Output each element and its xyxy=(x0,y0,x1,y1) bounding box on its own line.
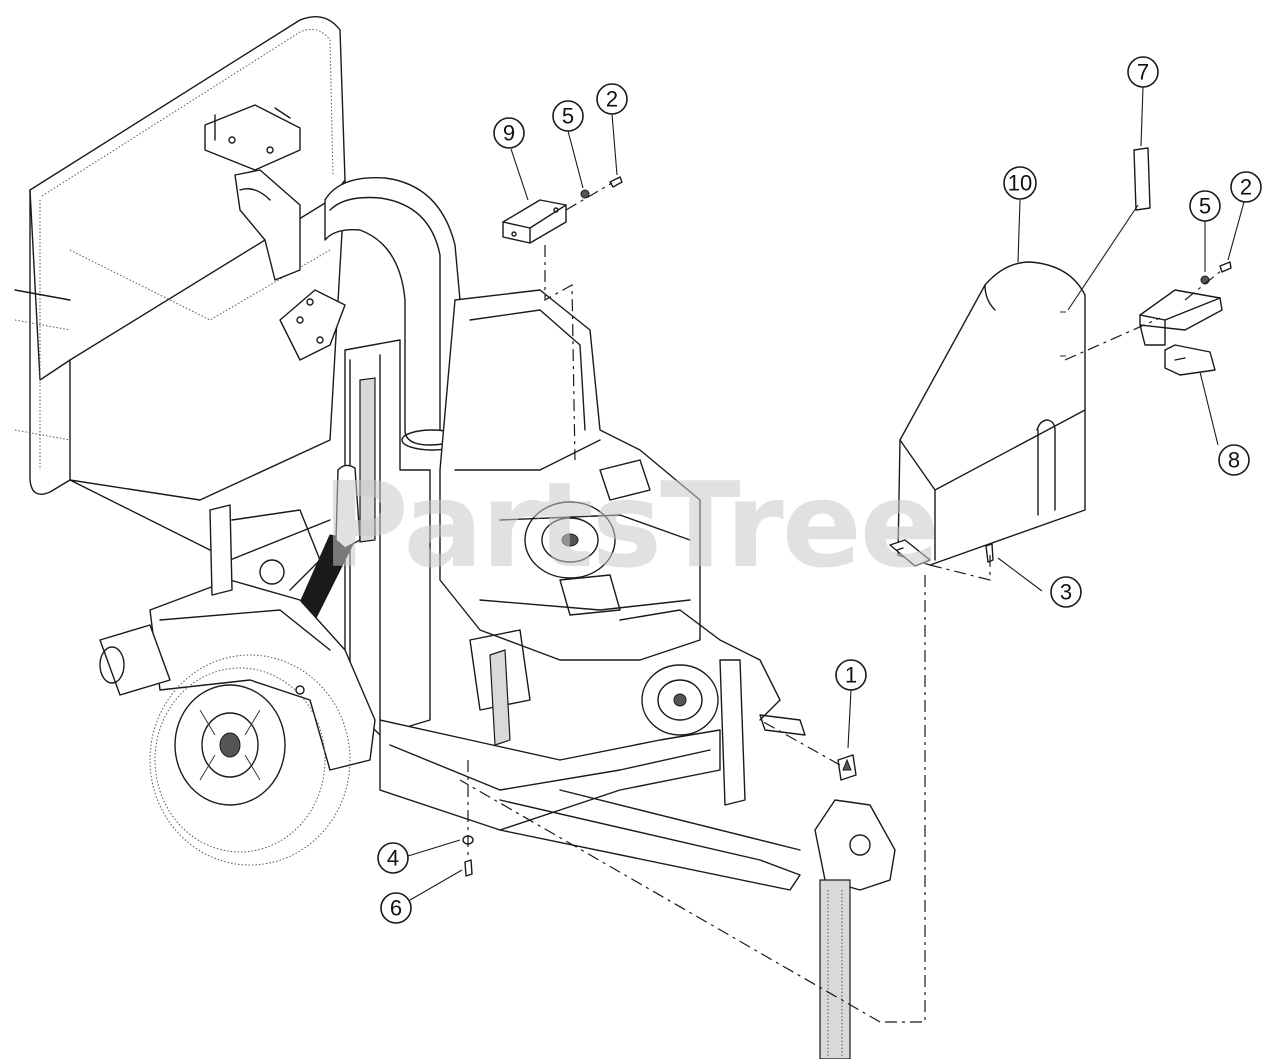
callout-5-top[interactable]: 5 xyxy=(552,100,584,132)
leader-4 xyxy=(407,839,461,857)
callout-3[interactable]: 3 xyxy=(1050,576,1082,608)
part-7-decal xyxy=(1133,147,1151,211)
callout-2-right[interactable]: 2 xyxy=(1230,171,1262,203)
callout-7[interactable]: 7 xyxy=(1127,56,1159,88)
leader-8 xyxy=(1199,371,1219,446)
assembly-line-part-3 xyxy=(929,555,991,581)
callout-4[interactable]: 4 xyxy=(377,842,409,874)
assembly-line-part-1 xyxy=(759,719,841,766)
callout-label: 4 xyxy=(387,846,399,871)
assembly-line-part-8 xyxy=(1064,317,1161,361)
callout-label: 3 xyxy=(1060,580,1072,605)
leader-3 xyxy=(997,557,1043,592)
leader-9 xyxy=(510,148,529,201)
part-6-bolt xyxy=(464,859,473,877)
callout-8[interactable]: 8 xyxy=(1218,444,1250,476)
callout-label: 1 xyxy=(845,663,857,688)
assembly-line-part-7 xyxy=(1067,204,1139,311)
callout-label: 2 xyxy=(606,87,618,112)
callout-5-right[interactable]: 5 xyxy=(1189,190,1221,222)
callout-10[interactable]: 10 xyxy=(1003,166,1037,200)
leader-10 xyxy=(1017,199,1021,263)
chipper-machine-illustration xyxy=(14,16,896,1059)
assembly-line-guard-bottom xyxy=(880,575,926,1023)
callout-label: 8 xyxy=(1228,448,1240,473)
part-5-washer-right xyxy=(1200,275,1210,285)
leader-5a xyxy=(567,130,584,189)
callout-label: 6 xyxy=(390,896,402,921)
part-9-bracket xyxy=(502,199,567,244)
part-2-screw-top xyxy=(609,176,623,188)
assembly-line-part-9 xyxy=(544,245,576,461)
callout-label: 5 xyxy=(562,104,574,129)
part-2-screw-right xyxy=(1219,261,1232,273)
part-8-bracket xyxy=(1139,289,1223,376)
callout-label: 5 xyxy=(1199,194,1211,219)
leader-6 xyxy=(409,869,463,901)
callout-label: 7 xyxy=(1137,60,1149,85)
leader-7 xyxy=(1140,86,1144,147)
callout-label: 9 xyxy=(503,121,515,146)
callout-1[interactable]: 1 xyxy=(835,659,867,691)
leader-2b xyxy=(1227,201,1245,261)
assembly-line-frame xyxy=(459,779,881,1023)
callout-2-top[interactable]: 2 xyxy=(596,83,628,115)
part-10-belt-guard xyxy=(889,261,1086,567)
leader-1 xyxy=(847,689,852,749)
part-5-washer-top xyxy=(580,189,590,199)
part-1-decal xyxy=(837,754,857,781)
callout-9[interactable]: 9 xyxy=(493,117,525,149)
leader-2a xyxy=(611,113,618,176)
callout-label: 2 xyxy=(1240,175,1252,200)
callout-6[interactable]: 6 xyxy=(380,892,412,924)
assembly-line-part-2-right xyxy=(1184,269,1223,301)
part-3-pin xyxy=(985,543,994,563)
assembly-line-part-2-top xyxy=(565,182,613,211)
callout-label: 10 xyxy=(1008,171,1032,196)
partstree-watermark: PartsTree xyxy=(322,456,938,594)
